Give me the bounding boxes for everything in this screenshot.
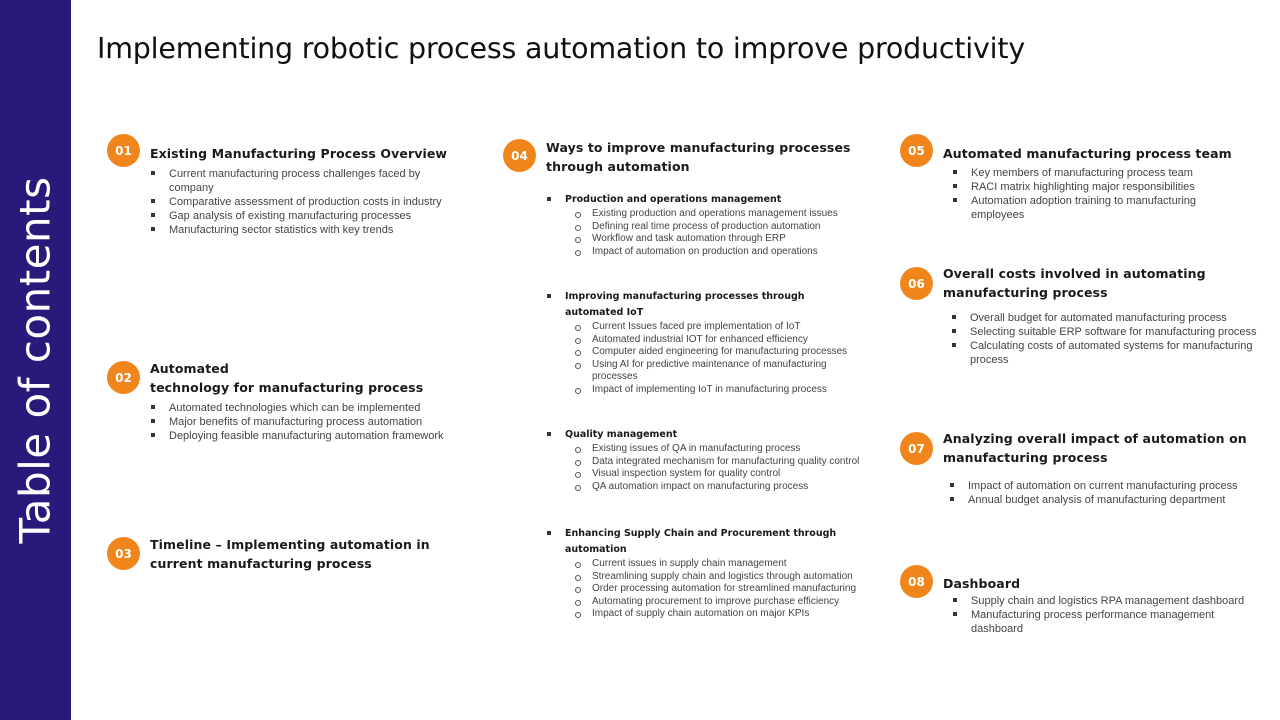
section-number-badge: 06 — [900, 267, 933, 300]
section-title: Overall costs involved in automating man… — [943, 264, 1263, 302]
list-item: Existing issues of QA in manufacturing p… — [574, 443, 866, 456]
section-title-line2: manufacturing process — [943, 285, 1108, 300]
list-item: Data integrated mechanism for manufactur… — [574, 456, 866, 469]
subsection-quality: Quality management Existing issues of QA… — [546, 427, 866, 493]
list-item: Calculating costs of automated systems f… — [951, 339, 1261, 367]
subsection-heading-line2: automation — [565, 544, 627, 555]
list-item: Annual budget analysis of manufacturing … — [949, 493, 1259, 507]
section-title-line1: Ways to improve manufacturing processes — [546, 140, 851, 155]
list-item: Supply chain and logistics RPA managemen… — [952, 594, 1252, 608]
list-item: Key members of manufacturing process tea… — [952, 166, 1252, 180]
section-title-line1: Overall costs involved in automating — [943, 266, 1206, 281]
subsection-items: Current issues in supply chain managemen… — [574, 558, 866, 621]
section-number-badge: 08 — [900, 565, 933, 598]
section-title-line2: current manufacturing process — [150, 556, 372, 571]
list-item: Automated technologies which can be impl… — [150, 401, 460, 415]
list-item: Existing production and operations manag… — [574, 208, 866, 221]
section-title-line2: technology for manufacturing process — [150, 380, 424, 395]
section-items: Automated technologies which can be impl… — [150, 401, 460, 443]
subsection-heading: Production and operations management — [546, 192, 866, 208]
section-title-line1: Analyzing overall impact of automation o… — [943, 431, 1247, 446]
list-item: Impact of automation on production and o… — [574, 246, 866, 259]
section-title-line2: manufacturing process — [943, 450, 1108, 465]
section-items: Impact of automation on current manufact… — [949, 479, 1259, 507]
list-item: Manufacturing sector statistics with key… — [150, 223, 460, 237]
section-title: Ways to improve manufacturing processes … — [546, 138, 876, 176]
section-title: Timeline – Implementing automation in cu… — [150, 535, 470, 573]
list-item: Deploying feasible manufacturing automat… — [150, 429, 460, 443]
list-item: Visual inspection system for quality con… — [574, 468, 866, 481]
subsection-heading-line2: automated IoT — [565, 307, 644, 318]
list-item: RACI matrix highlighting major responsib… — [952, 180, 1252, 194]
subsection-production: Production and operations management Exi… — [546, 192, 866, 258]
section-title: Dashboard — [943, 576, 1021, 591]
list-item: Impact of implementing IoT in manufactur… — [574, 384, 866, 397]
section-title: Automated technology for manufacturing p… — [150, 359, 470, 397]
section-title-line1: Automated — [150, 361, 229, 376]
section-items: Supply chain and logistics RPA managemen… — [952, 594, 1252, 636]
list-item: Major benefits of manufacturing process … — [150, 415, 460, 429]
subsection-heading-line1: Improving manufacturing processes throug… — [565, 291, 805, 302]
subsection-items: Current Issues faced pre implementation … — [574, 321, 866, 397]
section-number-badge: 01 — [107, 134, 140, 167]
section-number-badge: 03 — [107, 537, 140, 570]
subsection-heading: Quality management — [546, 427, 866, 443]
page-title: Implementing robotic process automation … — [97, 32, 1026, 65]
section-title: Existing Manufacturing Process Overview — [150, 146, 448, 161]
subsection-items: Existing issues of QA in manufacturing p… — [574, 443, 866, 493]
section-title-line1: Timeline – Implementing automation in — [150, 537, 430, 552]
list-item: Automation adoption training to manufact… — [952, 194, 1252, 222]
list-item: Current manufacturing process challenges… — [150, 167, 460, 195]
subsection-heading-line1: Enhancing Supply Chain and Procurement t… — [565, 528, 837, 539]
section-number-badge: 02 — [107, 361, 140, 394]
list-item: Impact of automation on current manufact… — [949, 479, 1259, 493]
section-title: Automated manufacturing process team — [943, 146, 1232, 161]
list-item: Manufacturing process performance manage… — [952, 608, 1252, 636]
section-number-badge: 04 — [503, 139, 536, 172]
list-item: Order processing automation for streamli… — [574, 583, 866, 596]
list-item: Using AI for predictive maintenance of m… — [574, 359, 866, 384]
list-item: QA automation impact on manufacturing pr… — [574, 481, 866, 494]
section-number-badge: 05 — [900, 134, 933, 167]
list-item: Comparative assessment of production cos… — [150, 195, 460, 209]
list-item: Selecting suitable ERP software for manu… — [951, 325, 1261, 339]
list-item: Current Issues faced pre implementation … — [574, 321, 866, 334]
subsection-supply-chain: Enhancing Supply Chain and Procurement t… — [546, 526, 866, 621]
section-title: Analyzing overall impact of automation o… — [943, 429, 1273, 467]
subsection-heading: Improving manufacturing processes throug… — [546, 289, 866, 321]
list-item: Gap analysis of existing manufacturing p… — [150, 209, 460, 223]
subsection-items: Existing production and operations manag… — [574, 208, 866, 258]
list-item: Overall budget for automated manufacturi… — [951, 311, 1261, 325]
list-item: Streamlining supply chain and logistics … — [574, 571, 866, 584]
list-item: Defining real time process of production… — [574, 221, 866, 234]
section-items: Current manufacturing process challenges… — [150, 167, 460, 237]
list-item: Current issues in supply chain managemen… — [574, 558, 866, 571]
list-item: Computer aided engineering for manufactu… — [574, 346, 866, 359]
section-title-line2: through automation — [546, 159, 690, 174]
subsection-heading: Enhancing Supply Chain and Procurement t… — [546, 526, 866, 558]
sidebar-band: Table of contents — [0, 0, 71, 720]
section-number-badge: 07 — [900, 432, 933, 465]
section-items: Overall budget for automated manufacturi… — [951, 311, 1261, 367]
list-item: Automated industrial IOT for enhanced ef… — [574, 334, 866, 347]
list-item: Automating procurement to improve purcha… — [574, 596, 866, 609]
list-item: Impact of supply chain automation on maj… — [574, 608, 866, 621]
section-items: Key members of manufacturing process tea… — [952, 166, 1252, 222]
list-item: Workflow and task automation through ERP — [574, 233, 866, 246]
sidebar-title: Table of contents — [10, 176, 60, 544]
subsection-iot: Improving manufacturing processes throug… — [546, 289, 866, 397]
